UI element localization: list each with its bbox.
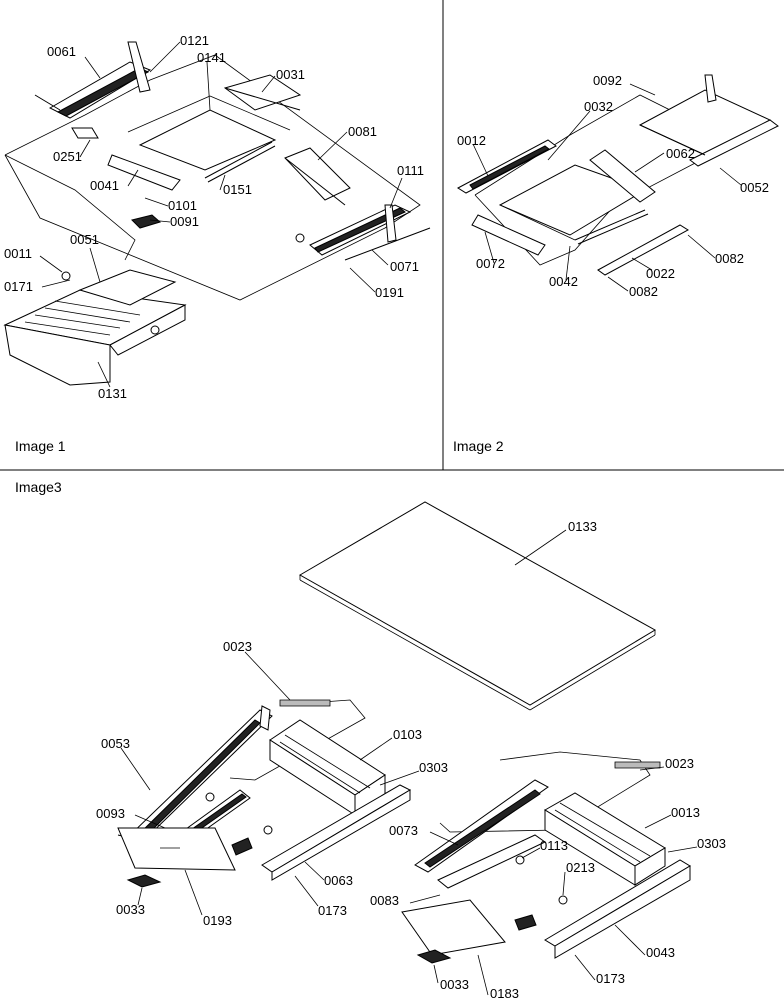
callout-label: 0121: [180, 33, 209, 48]
callout-label: 0042: [549, 274, 578, 289]
panel-caption: Image3: [15, 479, 62, 495]
callout-label: 0043: [646, 945, 675, 960]
callout-label: 0073: [389, 823, 418, 838]
callout-label: 0083: [370, 893, 399, 908]
callout-label: 0063: [324, 873, 353, 888]
callout-label: 0103: [393, 727, 422, 742]
callout-label: 0032: [584, 99, 613, 114]
callout-label: 0133: [568, 519, 597, 534]
callout-label: 0303: [419, 760, 448, 775]
callout-label: 0082: [629, 284, 658, 299]
callout-label: 0023: [223, 639, 252, 654]
image2-leaders: [472, 83, 742, 292]
callout-label: 0052: [740, 180, 769, 195]
callout-label: 0051: [70, 232, 99, 247]
image3-leaders: [120, 529, 698, 996]
image1-panel: 0061 0121 0141 0031 0081 0251 0041 0151 …: [3, 33, 431, 454]
callout-label: 0092: [593, 73, 622, 88]
callout-label: 0303: [697, 836, 726, 851]
callout-label: 0173: [596, 971, 625, 986]
callout-label: 0113: [540, 838, 568, 853]
callout-label: 0213: [566, 860, 595, 875]
callout-label: 0033: [440, 977, 469, 992]
callout-label: 0081: [348, 124, 377, 139]
callout-label: 0183: [490, 986, 519, 1001]
callout-label: 0041: [90, 178, 119, 193]
image1-leaders: [39, 41, 403, 388]
callout-label: 0023: [665, 756, 694, 771]
callout-label: 0131: [98, 386, 127, 401]
callout-label: 0251: [53, 149, 82, 164]
callout-label: 0022: [646, 266, 675, 281]
callout-label: 0071: [390, 259, 419, 274]
callout-label: 0011: [4, 246, 32, 261]
callout-label: 0013: [671, 805, 700, 820]
callout-label: 0151: [223, 182, 252, 197]
callout-label: 0061: [47, 44, 76, 59]
image2-panel: 0092 0032 0012 0062 0052 0072 0042 0022 …: [453, 73, 779, 454]
callout-label: 0062: [666, 146, 695, 161]
callout-label: 0093: [96, 806, 125, 821]
callout-label: 0171: [4, 279, 33, 294]
callout-label: 0193: [203, 913, 232, 928]
callout-label: 0141: [197, 50, 226, 65]
image3-panel: Image3: [15, 479, 726, 1001]
callout-label: 0072: [476, 256, 505, 271]
callout-label: 0173: [318, 903, 347, 918]
callout-label: 0033: [116, 902, 145, 917]
callout-label: 0031: [276, 67, 305, 82]
callout-label: 0082: [715, 251, 744, 266]
panel-caption: Image 1: [15, 438, 66, 454]
callout-label: 0191: [375, 285, 404, 300]
callout-label: 0012: [457, 133, 486, 148]
callout-label: 0101: [168, 198, 197, 213]
callout-label: 0053: [101, 736, 130, 751]
callout-label: 0091: [170, 214, 199, 229]
callout-label: 0111: [397, 163, 424, 178]
panel-caption: Image 2: [453, 438, 504, 454]
